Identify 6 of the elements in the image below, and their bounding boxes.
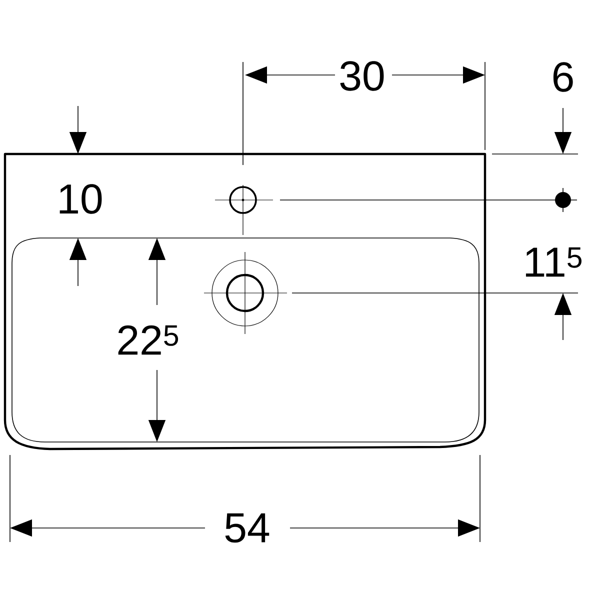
dimension-label: 6 (553, 62, 573, 92)
dimension-label: 30 (340, 61, 384, 91)
dimension-label: 22$^{5}$ (118, 325, 178, 355)
dimension-label: 11$^{5}$ (526, 247, 582, 277)
dimension-label: 10 (60, 184, 102, 214)
dimension-label: 54 (225, 513, 270, 543)
